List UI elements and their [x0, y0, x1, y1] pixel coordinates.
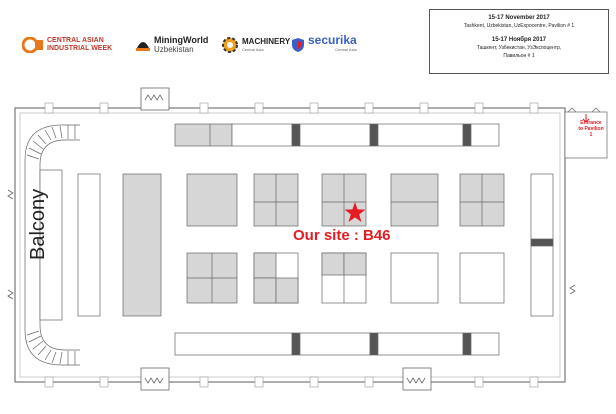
logo-central-asian-industrial-week: CENTRAL ASIAN INDUSTRIAL WEEK [22, 34, 125, 56]
balcony-label: Balcony [27, 188, 49, 260]
securika-text: securika Central Asia [308, 33, 357, 52]
shield-icon [292, 38, 304, 52]
cai-week-text: CENTRAL ASIAN INDUSTRIAL WEEK [47, 37, 113, 52]
booth-block-upper-5 [459, 173, 505, 227]
door-left-top [7, 189, 14, 200]
booth-block-upper-2 [253, 173, 299, 227]
logo-mining-world: MiningWorld Uzbekistan [135, 34, 208, 56]
event-date-ru: 15-17 Ноября 2017 [491, 37, 547, 43]
booth-vertical-left-gray [122, 173, 162, 317]
booth-strip-bottom [174, 332, 500, 356]
booth-block-lower-4 [390, 252, 439, 304]
columns-top [44, 102, 539, 114]
mining-helmet-icon [136, 42, 150, 51]
logo-securika: securika Central Asia [291, 34, 357, 56]
booth-vertical-right [530, 173, 554, 317]
booth-block-lower-2 [253, 252, 299, 304]
booth-block-lower-5 [459, 252, 505, 304]
machinery-text: MACHINERY Central Asia [242, 37, 291, 52]
event-venue-en: Tashkent, Uzbekistan, UzExpocentre, Pavi… [463, 23, 575, 29]
event-date-en: 15-17 November 2017 [488, 15, 550, 21]
door-top [140, 87, 170, 111]
door-left-bottom [7, 289, 14, 300]
hall-outline [14, 107, 566, 383]
event-venue-ru: Ташкент, Узбекистан, УзЭкспоцентр, [476, 45, 562, 51]
door-bottom-right [402, 367, 432, 391]
hall-inner-outline [19, 112, 561, 378]
entrance-label: Entrance to Pavilion 1 [578, 120, 604, 138]
booth-block-upper-1 [186, 173, 238, 227]
balcony-structure [24, 124, 80, 366]
event-info-box: 15-17 November 2017 Tashkent, Uzbekistan… [429, 9, 609, 74]
door-right [569, 284, 576, 295]
entrance-arrow-icon [582, 114, 590, 123]
cai-week-emblem-icon [22, 37, 43, 53]
booth-strip-top [174, 123, 500, 147]
booth-block-upper-4 [390, 173, 439, 227]
booth-vertical-left-white [77, 173, 101, 317]
logo-machinery: MACHINERY Central Asia [221, 34, 290, 56]
door-bottom-left [140, 367, 170, 391]
gear-icon [222, 37, 238, 53]
booth-block-lower-3 [321, 252, 367, 304]
our-site-label: Our site : B46 [293, 227, 391, 244]
our-site-star-icon [344, 202, 366, 222]
event-pavilion-ru: Павильон # 1 [503, 53, 535, 59]
columns-bottom [44, 376, 539, 388]
mining-world-text: MiningWorld Uzbekistan [154, 35, 209, 55]
booth-block-lower-1 [186, 252, 238, 304]
